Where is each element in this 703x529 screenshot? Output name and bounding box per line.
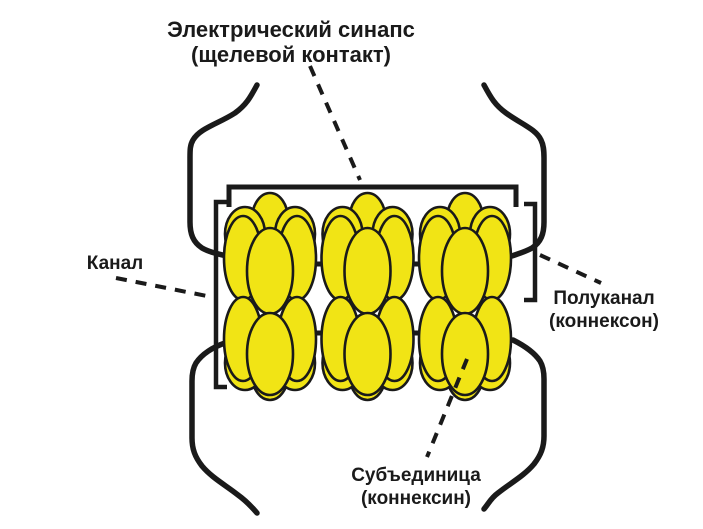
connexin-subunit — [440, 226, 490, 316]
pointer-lines — [115, 65, 602, 458]
label-electrical-synapse-line2: (щелевой контакт) — [191, 42, 391, 67]
label-hemichannel-line1: Полуканал — [553, 288, 655, 309]
brackets — [213, 184, 538, 390]
label-channel-line1: Канал — [86, 253, 144, 274]
hemichannel-bracket — [524, 201, 538, 303]
membrane-bottom-left — [189, 340, 260, 516]
label-electrical-synapse: Электрический синапс (щелевой контакт) — [141, 17, 441, 67]
channel-pointer-line — [115, 276, 208, 298]
synapse-bracket — [226, 184, 519, 207]
label-subunit-line2: (коннексин) — [360, 488, 472, 509]
connexin-subunit — [343, 311, 392, 397]
membrane-bottom-right — [481, 337, 547, 512]
connexon-clusters — [222, 191, 513, 402]
connexin-subunit — [440, 311, 490, 397]
membrane-top-left — [187, 82, 260, 259]
label-channel: Канал — [65, 252, 165, 275]
membrane-top-right — [481, 82, 547, 259]
label-subunit-line1: Субъединица — [351, 465, 481, 486]
channel-bracket — [213, 199, 227, 390]
label-subunit: Субъединица (коннексин) — [336, 464, 496, 510]
hemichannel-pointer-line — [539, 253, 602, 285]
connexin-subunit — [245, 226, 295, 316]
label-electrical-synapse-line1: Электрический синапс — [167, 17, 415, 42]
label-hemichannel-line2: (коннексон) — [549, 311, 659, 332]
synapse-pointer-line — [308, 65, 362, 181]
connexin-subunit — [245, 311, 295, 397]
cell-membranes — [187, 82, 547, 516]
label-hemichannel: Полуканал (коннексон) — [524, 287, 684, 333]
subunit-pointer-line — [425, 358, 469, 458]
connexin-subunit — [343, 226, 392, 316]
